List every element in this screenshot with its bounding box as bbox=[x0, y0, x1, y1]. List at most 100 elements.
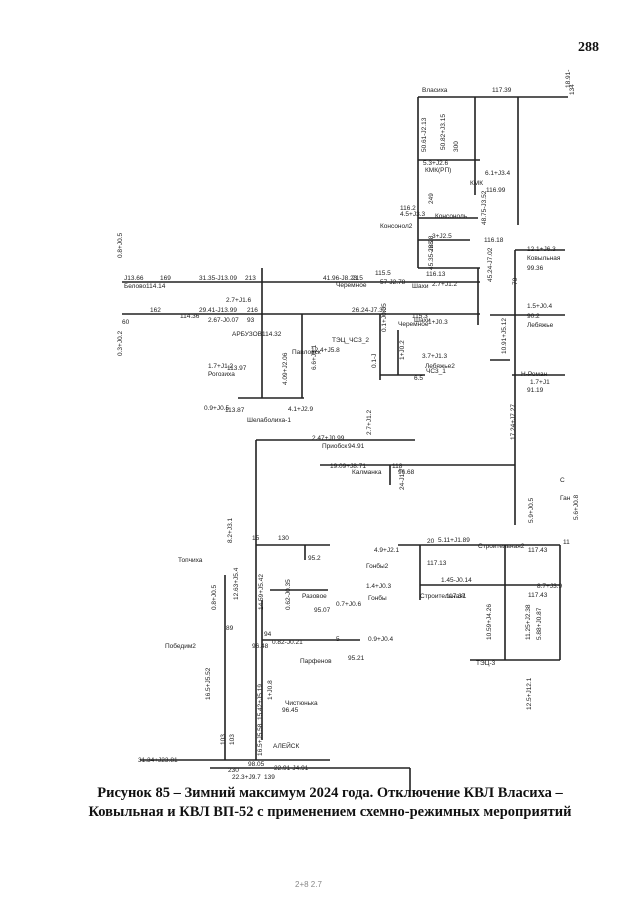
diagram-label: 95.2 bbox=[308, 555, 321, 562]
diagram-label: 0.9+J0.4 bbox=[368, 636, 394, 643]
diagram-label: 1+J0.2 bbox=[399, 340, 406, 360]
diagram-label: 99.36 bbox=[527, 265, 544, 272]
diagram-label: 116.2 bbox=[400, 205, 416, 212]
diagram-label: 103 bbox=[229, 734, 236, 745]
diagram-label: 114.14 bbox=[146, 283, 166, 290]
diagram-label: Черемное bbox=[336, 282, 367, 289]
diagram-label: 5.88+J0.87 bbox=[536, 607, 543, 640]
diagram-label: 169 bbox=[160, 275, 171, 282]
diagram-label: Калманка bbox=[352, 469, 382, 476]
diagram-label: 96.45 bbox=[282, 707, 299, 714]
diagram-label: 94 bbox=[264, 631, 272, 638]
diagram-label: Павловск bbox=[292, 349, 321, 356]
diagram-label: 114.32 bbox=[262, 331, 282, 338]
diagram-label: 116.18 bbox=[484, 237, 504, 244]
caption-line-2: Ковыльная и КВЛ ВП-52 с применением схем… bbox=[88, 804, 572, 820]
diagram-label: 20 bbox=[427, 538, 435, 545]
diagram-label: АРБУЗОВ bbox=[232, 331, 262, 338]
diagram-label: 12.4+J5.8 bbox=[311, 347, 340, 354]
diagram-label: 94.91 bbox=[348, 443, 365, 450]
diagram-label: 1.5+J0.4 bbox=[527, 303, 553, 310]
diagram-label: 118 bbox=[392, 463, 403, 470]
diagram-label: 134 bbox=[569, 84, 576, 95]
diagram-label: 1.4+J0.3 bbox=[366, 583, 392, 590]
diagram-label: 0.62-J0.35 bbox=[285, 579, 292, 610]
diagram-label: ЧС3_1 bbox=[426, 368, 446, 375]
diagram-label: 5.11+J1.89 bbox=[438, 537, 470, 544]
diagram-label: КМК(РП) bbox=[425, 167, 451, 174]
diagram-label: 115.3 bbox=[412, 313, 428, 320]
caption-line-1: Рисунок 85 – Зимний максимум 2024 года. … bbox=[97, 785, 563, 801]
diagram-label: 1.45-J0.14 bbox=[441, 577, 472, 584]
diagram-label: 93 bbox=[247, 317, 255, 324]
diagram-label: 14.59+J5.42 bbox=[258, 574, 265, 610]
diagram-label: 116.13 bbox=[426, 271, 446, 278]
diagram-label: 6.1+J3.4 bbox=[485, 170, 511, 177]
diagram-label: 117.37 bbox=[446, 593, 466, 600]
diagram-label: 12.1+J6.3 bbox=[527, 246, 556, 253]
diagram-label: Ковыльная bbox=[527, 255, 561, 262]
diagram-label: Ган bbox=[560, 495, 571, 502]
diagram-label: 114.36 bbox=[180, 313, 200, 320]
diagram-label: 90.2 bbox=[527, 313, 540, 320]
diagram-label: 2.7+J1.6 bbox=[226, 297, 252, 304]
diagram-label: 116.99 bbox=[486, 187, 506, 194]
diagram-label: 31.34+J23.81 bbox=[138, 757, 178, 764]
diagram-label: 6.6+J3.1 bbox=[311, 344, 318, 370]
diagram-label: Белово bbox=[124, 283, 147, 290]
diagram-label: 4.5+J3.3 bbox=[400, 211, 426, 218]
diagram-label: J13.66 bbox=[124, 275, 144, 282]
diagram-label: 45.35-J6.28 bbox=[428, 235, 435, 270]
diagram-label: Строительная2 bbox=[478, 543, 525, 550]
diagram-label: 3.7+J1.3 bbox=[422, 353, 448, 360]
diagram-label: 5.6+J0.8 bbox=[573, 494, 580, 520]
diagram-label: Лебяжье bbox=[527, 321, 554, 329]
diagram-label: 215 bbox=[352, 275, 363, 282]
diagram-label: 95.21 bbox=[348, 655, 365, 662]
diagram-label: 8.7+J3.9 bbox=[537, 583, 563, 590]
diagram-label: 8.2+J3.1 bbox=[227, 517, 234, 543]
diagram-label: 50.82+J3.15 bbox=[440, 114, 447, 150]
diagram-label: 0.3+J0.2 bbox=[117, 330, 124, 356]
diagram-label: Разовое bbox=[302, 593, 327, 600]
diagram-label: 228 bbox=[428, 241, 435, 252]
diagram-label: 10.59+J4.26 bbox=[486, 604, 493, 640]
diagram-label: 130 bbox=[278, 535, 289, 542]
diagram-label: КМК bbox=[470, 180, 483, 187]
diagram-label: 60 bbox=[122, 319, 130, 326]
diagram-label: 4.1+J2.9 bbox=[288, 406, 314, 413]
diagram-label: Лебяжье2 bbox=[425, 362, 455, 370]
diagram-label: 6.5 bbox=[414, 375, 423, 382]
diagram-label: Власиха bbox=[422, 87, 448, 94]
diagram-label: 1+J0.3 bbox=[428, 319, 448, 326]
diagram-label: 117.39 bbox=[492, 87, 512, 94]
diagram-label: Консоноль bbox=[435, 213, 468, 220]
diagram-label: Шелаболиха-1 bbox=[247, 416, 291, 424]
diagram-label: 117.43 bbox=[528, 592, 548, 599]
diagram-label: 16.5+J5.58 bbox=[257, 723, 264, 756]
diagram-label: 41.96-J8.23 bbox=[323, 275, 358, 282]
diagram-label: 11.25+J2.38 bbox=[525, 604, 532, 640]
diagram-label: 103 bbox=[220, 734, 227, 745]
diagram-label: 3+J2.5 bbox=[432, 233, 452, 240]
diagram-label: 19.09+J8.71 bbox=[330, 463, 366, 470]
diagram-label: 5.9+J0.5 bbox=[528, 497, 535, 523]
diagram-label: 0.1+J0.05 bbox=[381, 303, 388, 332]
diagram-label: 0.7+J0.6 bbox=[336, 601, 362, 608]
diagram-label: Шахи bbox=[412, 283, 429, 290]
diagram-label: Топчиха bbox=[178, 557, 203, 564]
bus-and-lines bbox=[122, 96, 568, 790]
diagram-label: 2.7+J1.2 bbox=[432, 281, 458, 288]
diagram-label: 300 bbox=[453, 141, 460, 152]
diagram-label: 26.24-J7.32 bbox=[352, 307, 387, 314]
diagram-label: 31.35-J13.09 bbox=[199, 275, 237, 282]
diagram-label: 4.9+J2.1 bbox=[374, 547, 400, 554]
diagram-label: АЛЕЙСК bbox=[273, 741, 299, 750]
diagram-label: 17.24+J7.27 bbox=[510, 404, 517, 440]
diagram-label: 22.3+J9.7 bbox=[232, 774, 261, 781]
diagram-label: 2.67-J0.07 bbox=[208, 317, 239, 324]
diagram-label: 18.91- bbox=[565, 70, 572, 88]
diagram-label: Приобск bbox=[322, 442, 347, 450]
diagram-label: 113.97 bbox=[227, 365, 247, 372]
